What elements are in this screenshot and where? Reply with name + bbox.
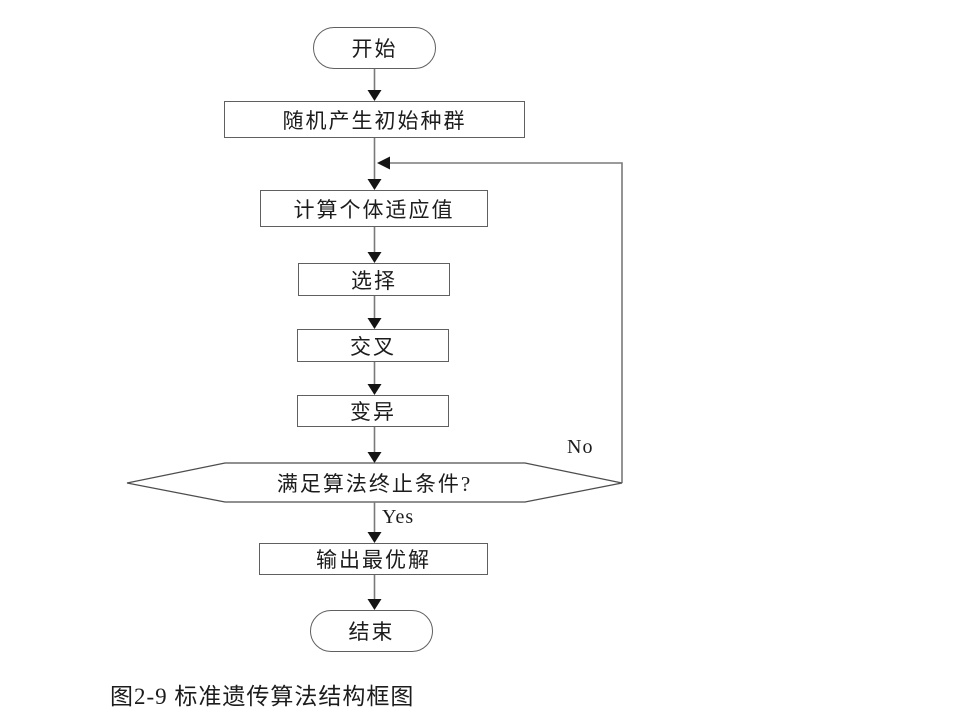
node-output-label: 输出最优解 xyxy=(316,548,431,572)
node-init-population: 随机产生初始种群 xyxy=(224,101,525,138)
arrowhead-icon xyxy=(367,252,382,263)
arrowhead-icon xyxy=(367,532,382,543)
figure-caption: 图2-9 标准遗传算法结构框图 xyxy=(110,684,415,709)
node-fitness-label: 计算个体适应值 xyxy=(293,197,455,222)
node-crossover-label: 交叉 xyxy=(350,334,396,359)
node-fitness: 计算个体适应值 xyxy=(260,190,488,227)
node-end-label: 结束 xyxy=(348,620,395,644)
edge-label-no: No xyxy=(567,436,594,458)
node-output: 输出最优解 xyxy=(259,543,488,575)
node-decision: 满足算法终止条件? xyxy=(225,469,524,497)
node-init-population-label: 随机产生初始种群 xyxy=(282,108,467,133)
node-mutation-label: 变异 xyxy=(350,400,396,424)
edge-label-yes: Yes xyxy=(382,506,415,528)
edge-no-loop xyxy=(390,162,623,483)
arrowhead-icon xyxy=(367,90,382,101)
arrowhead-icon xyxy=(377,156,390,170)
node-decision-label: 满足算法终止条件? xyxy=(276,472,473,496)
decision-hexagon xyxy=(126,462,623,503)
node-selection-label: 选择 xyxy=(351,268,397,293)
node-start: 开始 xyxy=(313,27,436,69)
node-mutation: 变异 xyxy=(297,395,449,427)
node-selection: 选择 xyxy=(298,263,450,296)
arrowhead-icon xyxy=(367,179,382,190)
node-crossover: 交叉 xyxy=(297,329,449,362)
node-end: 结束 xyxy=(310,610,433,652)
arrowhead-icon xyxy=(367,452,382,463)
arrowhead-icon xyxy=(367,599,382,610)
arrowhead-icon xyxy=(367,384,382,395)
node-start-label: 开始 xyxy=(351,37,398,61)
arrowhead-icon xyxy=(367,318,382,329)
